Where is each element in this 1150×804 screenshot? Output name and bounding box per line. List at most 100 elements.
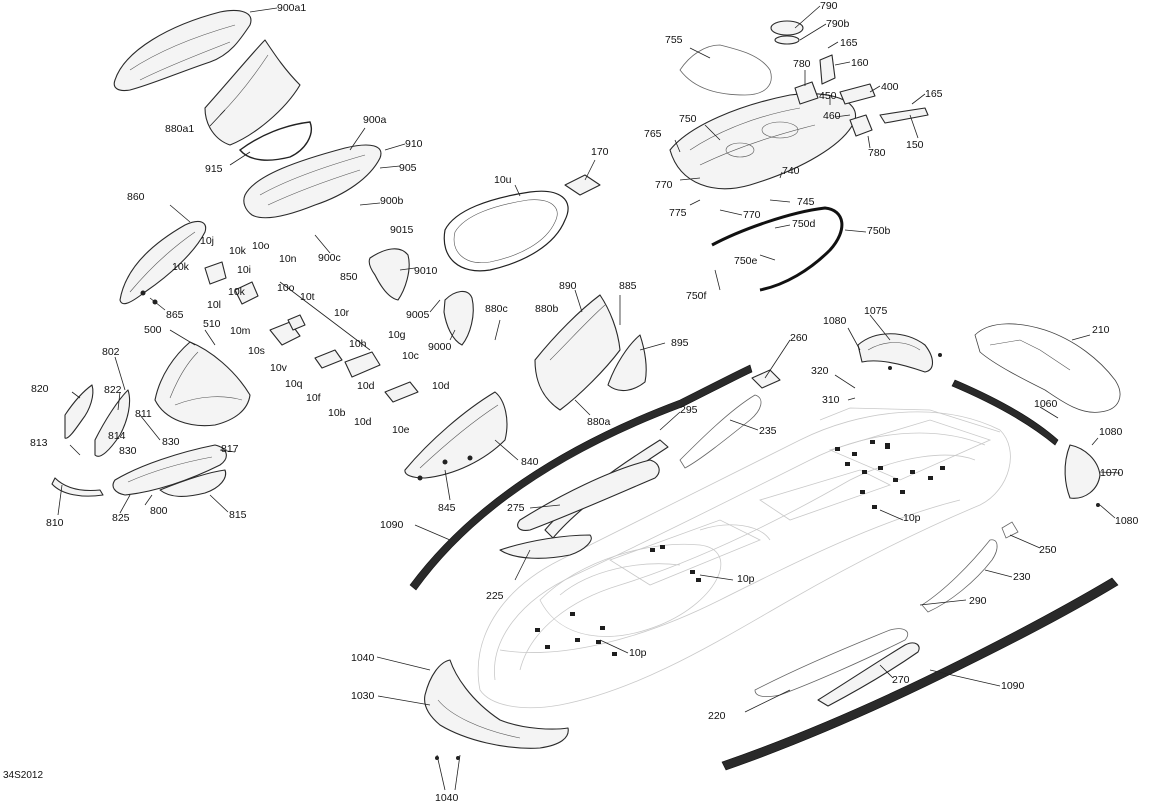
part-160 <box>819 54 836 85</box>
label-895: 895 <box>671 337 689 349</box>
label-220: 220 <box>708 710 726 722</box>
label-885: 885 <box>619 280 637 292</box>
part-230 <box>921 539 998 613</box>
part-270 <box>817 642 920 707</box>
part-820 <box>64 384 94 439</box>
label-830: 830 <box>162 436 180 448</box>
label-1080: 1080 <box>1099 426 1123 438</box>
label-10v: 10v <box>270 362 287 374</box>
part-900a1 <box>113 9 252 92</box>
label-817: 817 <box>221 443 239 455</box>
part-235 <box>679 394 762 469</box>
part-750 <box>669 93 857 190</box>
part-895 <box>607 334 647 392</box>
label-900a: 900a <box>363 114 387 126</box>
label-750f: 750f <box>686 290 707 302</box>
label-9005: 9005 <box>406 309 430 321</box>
label-840: 840 <box>521 456 539 468</box>
label-260: 260 <box>790 332 808 344</box>
label-880a1: 880a1 <box>165 123 195 135</box>
label-165: 165 <box>840 37 858 49</box>
part-10d <box>384 381 419 403</box>
label-270: 270 <box>892 674 910 686</box>
label-780: 780 <box>868 147 886 159</box>
label-165: 165 <box>925 88 943 100</box>
label-765: 765 <box>644 128 662 140</box>
part-10-bracket <box>204 261 259 305</box>
label-10u: 10u <box>494 174 512 186</box>
label-770: 770 <box>743 209 761 221</box>
label-1080: 1080 <box>1115 515 1139 527</box>
part-10u <box>443 190 569 272</box>
label-10f: 10f <box>306 392 321 404</box>
label-890: 890 <box>559 280 577 292</box>
label-910: 910 <box>405 138 423 150</box>
part-260 <box>751 369 781 389</box>
label-802: 802 <box>102 346 120 358</box>
label-310: 310 <box>822 394 840 406</box>
label-10p: 10p <box>737 573 755 585</box>
label-745: 745 <box>797 196 815 208</box>
part-10q <box>314 349 381 378</box>
part-880a1 <box>204 39 301 146</box>
label-400: 400 <box>881 81 899 93</box>
label-210: 210 <box>1092 324 1110 336</box>
leader-lines <box>57 5 1121 791</box>
label-880c: 880c <box>485 303 508 315</box>
label-275: 275 <box>507 502 525 514</box>
label-250: 250 <box>1039 544 1057 556</box>
label-10e: 10e <box>392 424 410 436</box>
hull-body <box>477 407 1011 709</box>
label-790b: 790b <box>826 18 850 30</box>
part-915 <box>238 121 312 161</box>
label-225: 225 <box>486 590 504 602</box>
part-1060 <box>951 379 1059 446</box>
label-775: 775 <box>669 207 687 219</box>
part-1090-right <box>721 577 1119 771</box>
part-1070 <box>1064 444 1101 499</box>
part-880a <box>534 294 621 411</box>
part-750b <box>711 206 844 292</box>
label-10s: 10s <box>248 345 265 357</box>
part-1075 <box>857 333 934 373</box>
label-1040: 1040 <box>351 652 375 664</box>
label-814: 814 <box>108 430 126 442</box>
label-860: 860 <box>127 191 145 203</box>
part-810 <box>51 477 104 497</box>
label-10o: 10o <box>277 282 295 294</box>
label-10r: 10r <box>334 307 350 319</box>
label-500: 500 <box>144 324 162 336</box>
label-235: 235 <box>759 425 777 437</box>
part-10s-10t <box>269 314 306 346</box>
part-150 <box>879 107 929 124</box>
label-900b: 900b <box>380 195 404 207</box>
part-800 <box>112 444 227 496</box>
label-811: 811 <box>135 408 152 420</box>
part-225 <box>499 534 592 559</box>
label-160: 160 <box>851 57 869 69</box>
label-900c: 900c <box>318 252 341 264</box>
label-750e: 750e <box>734 255 758 267</box>
label-9000: 9000 <box>428 341 452 353</box>
hull-inserts <box>535 440 945 656</box>
label-10p: 10p <box>629 647 647 659</box>
diagram-code: 34S2012 <box>3 770 44 781</box>
label-10n: 10n <box>279 253 297 265</box>
label-10l: 10l <box>207 299 222 311</box>
label-820: 820 <box>31 383 49 395</box>
label-10o: 10o <box>252 240 270 252</box>
label-10b: 10b <box>328 407 346 419</box>
label-10k: 10k <box>172 261 189 273</box>
label-845: 845 <box>438 502 456 514</box>
label-9010: 9010 <box>414 265 438 277</box>
label-1060: 1060 <box>1034 398 1058 410</box>
label-10d: 10d <box>357 380 375 392</box>
label-10p: 10p <box>903 512 921 524</box>
label-750: 750 <box>679 113 697 125</box>
label-460: 460 <box>823 110 841 122</box>
label-1075: 1075 <box>864 305 888 317</box>
label-1030: 1030 <box>351 690 375 702</box>
label-1090: 1090 <box>380 519 404 531</box>
label-815: 815 <box>229 509 247 521</box>
